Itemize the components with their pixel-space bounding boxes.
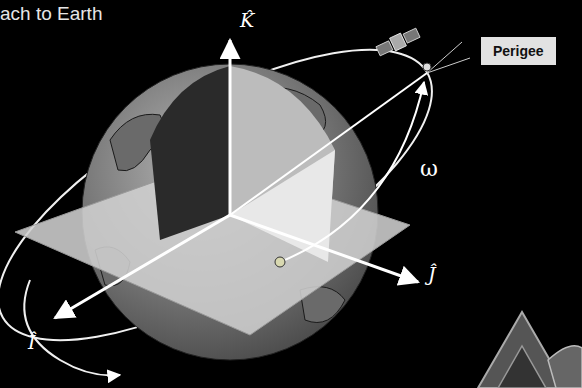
angle-label: ω	[420, 156, 438, 182]
ascending-node-dot	[275, 257, 285, 267]
satellite-icon	[375, 26, 421, 57]
axis-label: K̂	[240, 8, 254, 32]
omega-arc	[280, 82, 424, 262]
perigee-line	[230, 73, 427, 215]
cutaway-core	[230, 150, 335, 262]
perigee-dot	[423, 63, 431, 71]
j-axis	[230, 215, 418, 282]
perigee-leader	[427, 58, 470, 73]
slide-title: ach to Earth	[0, 3, 102, 25]
i-axis	[55, 215, 230, 318]
orbit-direction-arrow	[24, 280, 120, 375]
label-box: Perigee	[481, 37, 556, 65]
k-axis	[229, 40, 232, 215]
axis-label: Ĵ	[428, 262, 436, 286]
axis-label: Î	[28, 330, 36, 354]
perigee-leader	[427, 42, 462, 73]
orbit-ellipse	[0, 0, 472, 388]
box-text: Perigee	[493, 43, 544, 59]
cutaway-dark-face	[150, 66, 230, 240]
logo-fragment	[478, 312, 582, 388]
